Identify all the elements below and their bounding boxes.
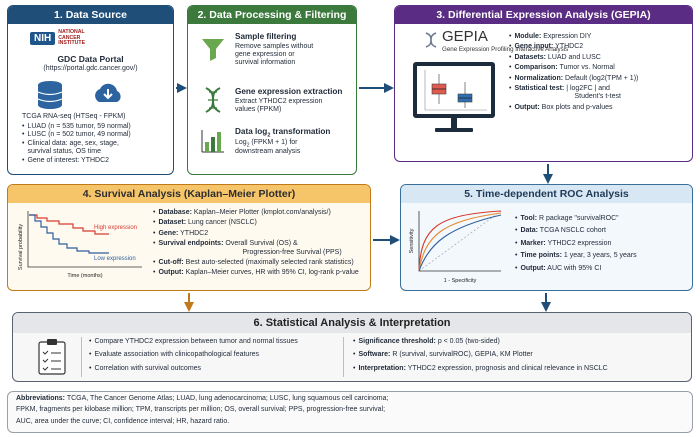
download-cloud-icon: [95, 83, 121, 102]
survival-items: •Database: Kaplan–Meier Plotter (kmplot.…: [153, 209, 359, 277]
km-curve-plot: Survival probability High expression Low…: [18, 211, 142, 279]
bullet-clinical: Clinical data: age, sex, stage,: [27, 139, 119, 147]
roc-items: •Tool: R package "survivalROC" •Data: TC…: [515, 215, 637, 272]
step-log-transform-line-1: Log2 (FPKM + 1) for: [235, 139, 298, 149]
bullet-clinical-cont: survival status, OS time: [27, 148, 101, 156]
panel-1-title: 1. Data Source: [8, 6, 173, 24]
nih-text: NIH: [30, 31, 56, 45]
bullet-gene: Gene of interest: YTHDC2: [27, 156, 110, 164]
portal-title: GDC Data Portal: [57, 54, 124, 64]
panel-gepia: 3. Differential Expression Analysis (GEP…: [394, 5, 693, 162]
stats-right-items: •Significance threshold: p < 0.05 (two-s…: [353, 338, 608, 372]
step-gene-extraction-line-1: Extract YTHDC2 expression: [235, 98, 323, 105]
portal-url: (https://portal.gdc.cancer.gov/): [43, 65, 138, 72]
database-icon: [37, 81, 63, 109]
dna-icon: [205, 87, 221, 113]
step-sample-filtering-line-2: gene expression or: [235, 51, 295, 58]
step-gene-extraction-line-2: values (FPKM): [235, 106, 282, 113]
step-sample-filtering-line-1: Remove samples without: [235, 43, 314, 50]
km-xlabel: Time (months): [67, 273, 102, 279]
gepia-logo-icon: [425, 32, 437, 48]
panel-survival: 4. Survival Analysis (Kaplan–Meier Plott…: [7, 184, 371, 291]
tcga-label: TCGA RNA-seq (HTSeq - FPKM): [22, 113, 126, 120]
roc-xlabel: 1 - Specificity: [444, 278, 477, 284]
panel-6-title: 6. Statistical Analysis & Interpretation: [13, 313, 691, 333]
step-gene-extraction-title: Gene expression extraction: [235, 87, 343, 96]
abbreviations-box: Abbreviations: TCGA, The Cancer Genome A…: [7, 391, 693, 433]
nci-line-2: CANCER: [58, 34, 81, 41]
panel-5-title: 5. Time-dependent ROC Analysis: [401, 185, 692, 203]
divider-right: [343, 337, 344, 377]
step-sample-filtering-title: Sample filtering: [235, 32, 297, 41]
step-sample-filtering-line-3: survival information: [235, 59, 296, 66]
nih-logo: NIH NATIONAL CANCER INSTITUTE: [30, 29, 86, 47]
panel-2-title: 2. Data Processing & Filtering: [188, 6, 356, 24]
filter-funnel-icon: [202, 39, 224, 61]
bullet-luad: LUAD (n = 535 tumor, 59 normal): [27, 123, 131, 130]
panel-3-title: 3. Differential Expression Analysis (GEP…: [395, 6, 692, 24]
km-low-label: Low expression: [94, 256, 136, 262]
abbreviations-text: Abbreviations: TCGA, The Cancer Genome A…: [16, 395, 389, 425]
km-high-label: High expression: [94, 225, 137, 231]
gepia-logo-text: GEPIA: [442, 28, 488, 45]
monitor-boxplot-icon: [413, 62, 495, 132]
stats-left-items: •Compare YTHDC2 expression between tumor…: [89, 338, 298, 372]
step-log-transform-line-2: downstream analysis: [235, 148, 301, 155]
abbreviations-label: Abbreviations:: [16, 395, 66, 402]
roc-ylabel: Sensitivity: [409, 228, 415, 253]
bullet-lusc: LUSC (n = 502 tumor, 49 normal): [27, 131, 131, 139]
gepia-subtitle: Gene Expression Profiling Interactive An…: [442, 46, 569, 53]
clipboard-checklist-icon: [38, 339, 66, 375]
step-log-transform-title: Data log2 transformation: [235, 127, 331, 139]
gepia-items: •Module: Expression DIY •Gene input: YTH…: [509, 33, 639, 111]
bar-chart-icon: [201, 130, 224, 153]
nci-line-1: NATIONAL: [58, 29, 85, 35]
nci-line-3: INSTITUTE: [58, 40, 86, 47]
source-bullets: •LUAD (n = 535 tumor, 59 normal) •LUSC (…: [22, 123, 131, 164]
km-ylabel: Survival probability: [18, 224, 24, 270]
panel-4-title: 4. Survival Analysis (Kaplan–Meier Plott…: [8, 185, 370, 203]
roc-curve-plot: Sensitivity 1 - Specificity: [409, 210, 502, 284]
panel-data-processing: 2. Data Processing & Filtering Sample fi…: [187, 5, 357, 175]
divider-left: [81, 337, 82, 377]
panel-data-source: 1. Data Source NIH NATIONAL CANCER INSTI…: [7, 5, 174, 175]
panel-statistics: 6. Statistical Analysis & Interpretation…: [12, 312, 692, 382]
panel-roc: 5. Time-dependent ROC Analysis Sensitivi…: [400, 184, 693, 291]
